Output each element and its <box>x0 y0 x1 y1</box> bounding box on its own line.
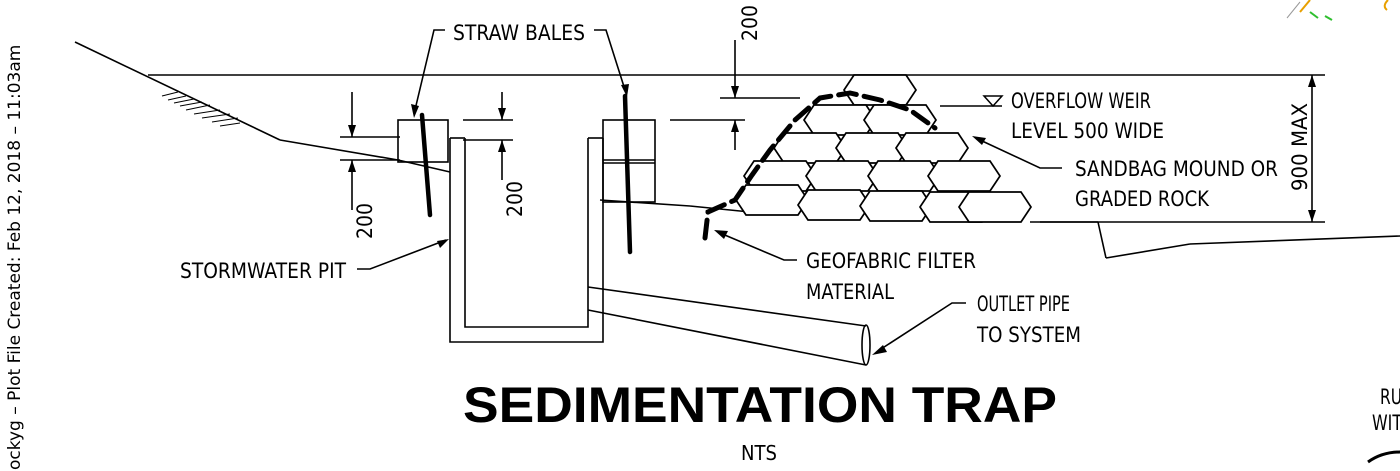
stormwater-pit-label: STORMWATER PIT <box>180 259 346 283</box>
outlet-pipe-label-2: TO SYSTEM <box>976 323 1081 347</box>
dimension-200-left: 200 <box>340 92 400 239</box>
outlet-pipe-label-1: OUTLET PIPE <box>977 292 1070 316</box>
sandbag-mound <box>702 74 1032 241</box>
dim-900-label: 900 MAX <box>1288 103 1312 191</box>
corner-mark <box>1286 0 1389 21</box>
sandbag-callout: SANDBAG MOUND OR GRADED ROCK <box>972 136 1278 211</box>
dimension-200-pit: 200 <box>463 92 527 217</box>
geofabric-label-1: GEOFABRIC FILTER <box>806 249 976 273</box>
geofabric-label-2: MATERIAL <box>806 280 894 304</box>
corner-text: RU WIT <box>1367 385 1400 464</box>
straw-bale-right <box>602 93 656 255</box>
dim-200-left-label: 200 <box>353 203 377 239</box>
dim-200-top-label: 200 <box>738 5 762 41</box>
outlet-pipe <box>587 286 871 366</box>
stormwater-pit <box>449 137 604 343</box>
overflow-weir-callout: OVERFLOW WEIR LEVEL 500 WIDE <box>940 89 1164 143</box>
drawing-title: SEDIMENTATION TRAP <box>463 377 1057 433</box>
straw-bales-label: STRAW BALES <box>453 21 585 45</box>
sandbag-label-2: GRADED ROCK <box>1075 187 1210 211</box>
corner-label-2: WIT <box>1372 411 1400 435</box>
overflow-weir-label-1: OVERFLOW WEIR <box>1011 89 1151 113</box>
overflow-weir-label-2: LEVEL 500 WIDE <box>1011 119 1164 143</box>
drawing-scale: NTS <box>741 441 777 465</box>
dimension-200-top: 200 <box>670 5 800 150</box>
plot-stamp-text: ockyg – Plot File Created: Feb 12, 2018 … <box>5 45 25 470</box>
stormwater-pit-callout: STORMWATER PIT <box>180 239 449 283</box>
corner-label-1: RU <box>1380 385 1400 409</box>
straw-bale-left <box>397 112 449 218</box>
dimension-900-max: 900 MAX <box>1040 75 1325 223</box>
straw-bales-callout: STRAW BALES <box>411 21 629 118</box>
outlet-pipe-callout: OUTLET PIPE TO SYSTEM <box>872 292 1081 355</box>
geofabric-callout: GEOFABRIC FILTER MATERIAL <box>714 230 976 304</box>
sandbag-label-1: SANDBAG MOUND OR <box>1075 157 1278 181</box>
dim-200-pit-label: 200 <box>503 181 527 217</box>
